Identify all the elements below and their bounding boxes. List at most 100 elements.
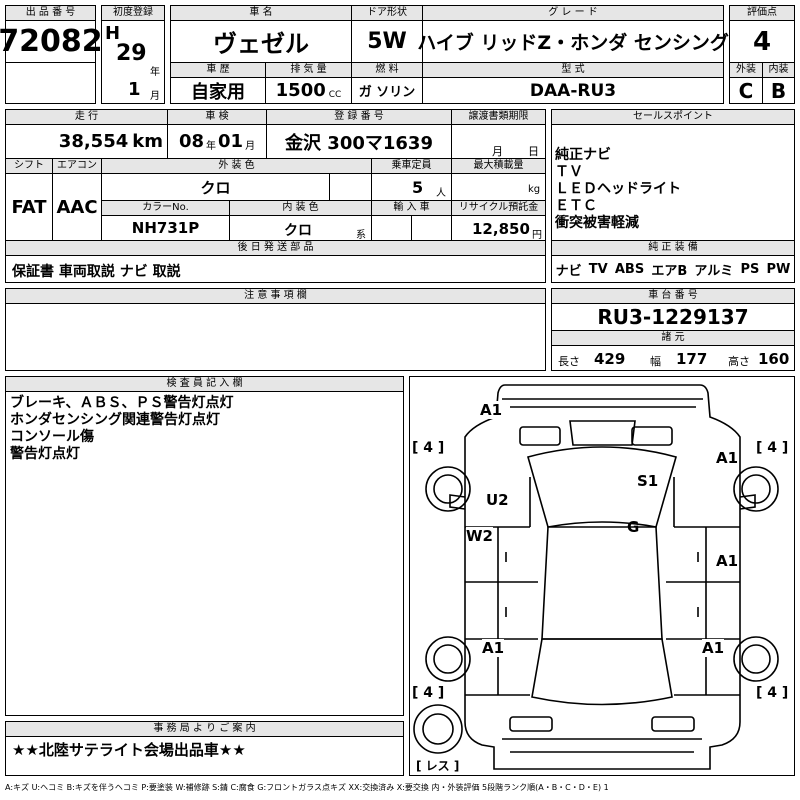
sales-item: 純正ナビ bbox=[555, 147, 611, 163]
later-parts-label: 後 日 発 送 部 品 bbox=[5, 240, 546, 256]
fuel-label: 燃 料 bbox=[351, 62, 423, 78]
rear-bumper bbox=[502, 738, 702, 753]
exterior-grade: C bbox=[729, 77, 763, 104]
transfer-day-unit: 日 bbox=[528, 145, 539, 158]
length-label: 長さ bbox=[558, 355, 580, 368]
era: H bbox=[105, 23, 121, 44]
sales-item: ＴＶ bbox=[555, 164, 583, 180]
car-diagram: A1 S1 G U2 W2 A1 A1 A1 A1 [ 4 ] [ 4 ] [ … bbox=[409, 376, 795, 776]
spec-label: 諸 元 bbox=[551, 330, 795, 346]
model: DAA-RU3 bbox=[422, 77, 724, 104]
ext-color-label: 外 装 色 bbox=[101, 158, 372, 174]
door-label: ドア形状 bbox=[351, 5, 423, 21]
reg-number: 金沢 300マ1639 bbox=[266, 124, 452, 159]
color-no: NH731P bbox=[101, 215, 230, 241]
office-label: 事 務 局 よ り ご 案 内 bbox=[5, 721, 404, 737]
history: 自家用 bbox=[170, 77, 266, 104]
inspection-cell: 08 年 01 月 bbox=[167, 124, 267, 159]
inspector-line: ホンダセンシング関連警告灯点灯 bbox=[10, 412, 220, 428]
sales-item: ＬＥＤヘッドライト bbox=[555, 181, 681, 197]
car-body-outline bbox=[464, 384, 741, 770]
spare-tire-status: [ レス ] bbox=[416, 757, 460, 774]
mark-left-front-door: W2 bbox=[466, 527, 493, 545]
fuel: ガ ソリン bbox=[351, 77, 423, 104]
chassis-number: RU3-1229137 bbox=[551, 303, 795, 331]
inspection-month: 01 bbox=[218, 131, 244, 152]
shift: FAT bbox=[5, 173, 53, 241]
capacity-unit: 人 bbox=[436, 188, 446, 199]
year-unit: 年 bbox=[150, 67, 160, 78]
notes-label: 注 意 事 項 欄 bbox=[5, 288, 546, 304]
int-color-cell: クロ 系 bbox=[229, 215, 372, 241]
reg-label: 登 録 番 号 bbox=[266, 109, 452, 125]
int-color-label: 内 装 色 bbox=[229, 200, 372, 216]
load-unit: kg bbox=[528, 184, 541, 195]
mirror-right bbox=[739, 494, 756, 510]
spare-tire bbox=[413, 704, 463, 754]
displacement-label: 排 気 量 bbox=[265, 62, 352, 78]
car-diagram-svg bbox=[413, 384, 779, 770]
lot-label: 出 品 番 号 bbox=[5, 5, 96, 21]
equipment-item: PS bbox=[740, 261, 760, 277]
windshield bbox=[527, 446, 677, 528]
tire-tread-fr: [ 4 ] bbox=[756, 440, 789, 456]
later-parts: 保証書 車両取説 ナビ 取説 bbox=[5, 255, 546, 283]
car-name-label: 車 名 bbox=[170, 5, 352, 21]
length: 429 bbox=[594, 350, 626, 368]
sales-item: ＥＴＣ bbox=[555, 198, 597, 214]
score: 4 bbox=[729, 20, 795, 63]
legend: A:キズ U:ヘコミ B:キズを伴うヘコミ P:要塗装 W:補修跡 S:錆 C:… bbox=[5, 783, 609, 792]
inspector-body: ブレーキ、ＡＢＳ、ＰＳ警告灯点灯 ホンダセンシング関連警告灯点灯 コンソール傷 … bbox=[5, 391, 404, 716]
spare-tire-inner bbox=[422, 713, 454, 745]
wheel-rr-inner bbox=[741, 644, 771, 674]
equipment-item: TV bbox=[588, 261, 608, 277]
mileage-label: 走 行 bbox=[5, 109, 168, 125]
import-cell-a bbox=[371, 215, 412, 241]
int-color-unit: 系 bbox=[356, 230, 366, 241]
history-label: 車 歴 bbox=[170, 62, 266, 78]
body-line-right bbox=[666, 526, 740, 696]
sales-label: セールスポイント bbox=[551, 109, 795, 125]
height-label: 高さ bbox=[728, 355, 750, 368]
interior-label: 内装 bbox=[762, 62, 795, 78]
wheel-rl-inner bbox=[433, 644, 463, 674]
sales-item: 衝突被害軽減 bbox=[555, 215, 639, 231]
load-cell: kg bbox=[451, 173, 546, 201]
recycle-label: リサイクル預託金 bbox=[451, 200, 546, 216]
mileage: 38,554 bbox=[58, 131, 129, 152]
mark-left-quarter: A1 bbox=[482, 639, 505, 657]
first-reg-month: 1 bbox=[128, 79, 141, 100]
width: 177 bbox=[676, 350, 708, 368]
wheel-fr-inner bbox=[741, 474, 771, 504]
grade: ハイブ リッドZ・ホンダ センシング bbox=[417, 20, 729, 63]
car-name: ヴェゼル bbox=[170, 20, 352, 63]
height: 160 bbox=[758, 350, 790, 368]
import-label: 輸 入 車 bbox=[371, 200, 452, 216]
wheel-rl bbox=[425, 636, 471, 682]
ext-color-blank bbox=[329, 173, 372, 201]
inspection-month-unit: 月 bbox=[245, 141, 256, 152]
tire-tread-rl: [ 4 ] bbox=[412, 685, 445, 701]
grille bbox=[569, 420, 636, 446]
inspection-year: 08 bbox=[178, 131, 204, 152]
ext-color: クロ bbox=[101, 173, 330, 201]
equipment-item: ナビ bbox=[555, 263, 582, 279]
lot-number: 72082 bbox=[0, 20, 103, 63]
first-reg-label: 初度登録 bbox=[101, 5, 165, 21]
capacity: 5 bbox=[412, 178, 424, 197]
rear-glass bbox=[531, 638, 673, 706]
wheel-fl-inner bbox=[433, 474, 463, 504]
transfer-cell: 月 日 bbox=[451, 124, 546, 159]
door-type: 5W bbox=[351, 20, 423, 63]
equipment-label: 純 正 装 備 bbox=[551, 240, 795, 256]
first-reg-cell: H 29 年 1 月 bbox=[101, 20, 165, 104]
width-label: 幅 bbox=[650, 355, 661, 368]
inspection-label: 車 検 bbox=[167, 109, 267, 125]
roof bbox=[541, 526, 663, 640]
equipment-item: アルミ bbox=[694, 263, 734, 279]
equipment-item: PW bbox=[766, 261, 791, 277]
recycle-cell: 12,850 円 bbox=[451, 215, 546, 241]
equipment-item: ABS bbox=[614, 261, 645, 277]
taillight-left bbox=[509, 716, 553, 732]
inspector-line: 警告灯点灯 bbox=[10, 446, 80, 462]
